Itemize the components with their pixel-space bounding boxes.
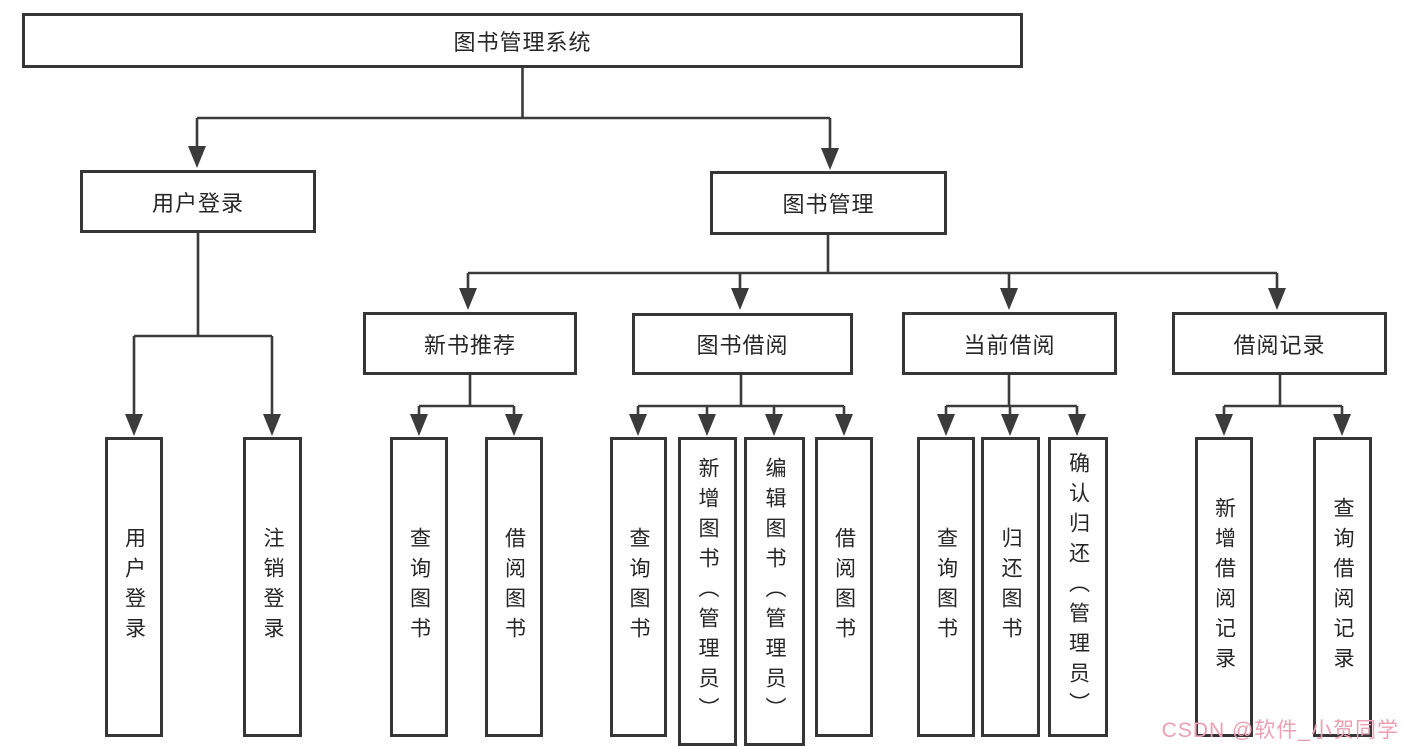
tree-edges xyxy=(132,68,1344,415)
node-user-login-label: 用户登录 xyxy=(151,190,244,216)
leaf-borrowing-query-books-label: 查询图书 xyxy=(627,527,650,647)
leaf-borrowing-query-books: 查询图书 xyxy=(610,437,667,737)
arrow-down-icon xyxy=(1000,288,1018,310)
arrow-down-icon xyxy=(765,414,783,436)
leaf-recommend-query-books-label: 查询图书 xyxy=(407,527,431,647)
leaf-current-confirm-return-admin-label: 确认归还（管理员） xyxy=(1066,452,1090,722)
leaf-borrowing-edit-book-admin-label: 编辑图书（管理员） xyxy=(763,456,786,727)
leaf-borrowing-add-book-admin-label: 新增图书（管理员） xyxy=(696,456,719,727)
arrow-down-icon xyxy=(125,414,143,436)
leaf-borrowing-borrow-books-label: 借阅图书 xyxy=(832,527,856,647)
arrow-down-icon xyxy=(1268,288,1286,310)
leaf-borrowing-borrow-books: 借阅图书 xyxy=(815,437,873,737)
arrow-down-icon xyxy=(1215,414,1233,436)
leaf-records-add-record-label: 新增借阅记录 xyxy=(1212,497,1236,677)
leaf-logout-label: 注销登录 xyxy=(261,527,284,647)
arrow-down-icon xyxy=(629,414,647,436)
arrow-down-icon xyxy=(459,288,477,310)
leaf-current-confirm-return-admin: 确认归还（管理员） xyxy=(1048,437,1108,737)
leaf-records-add-record: 新增借阅记录 xyxy=(1195,437,1253,737)
leaf-recommend-borrow-books-label: 借阅图书 xyxy=(502,527,526,647)
arrow-down-icon xyxy=(698,414,716,436)
node-user-login: 用户登录 xyxy=(80,170,316,233)
arrow-down-icon xyxy=(505,414,523,436)
arrow-down-icon xyxy=(410,414,428,436)
arrow-down-icon xyxy=(188,146,206,168)
leaf-logout: 注销登录 xyxy=(243,437,302,737)
arrow-down-icon xyxy=(835,414,853,436)
node-book-management: 图书管理 xyxy=(710,171,947,235)
arrowheads xyxy=(125,146,1351,436)
leaf-records-query-record-label: 查询借阅记录 xyxy=(1331,497,1354,677)
arrow-down-icon xyxy=(821,148,839,170)
node-book-borrowing-label: 图书借阅 xyxy=(696,333,789,358)
node-new-book-recommend-label: 新书推荐 xyxy=(423,332,516,358)
node-root-label: 图书管理系统 xyxy=(453,29,592,55)
arrow-down-icon xyxy=(1068,414,1086,436)
node-current-borrowing: 当前借阅 xyxy=(902,312,1117,375)
node-new-book-recommend: 新书推荐 xyxy=(363,312,577,375)
arrow-down-icon xyxy=(263,414,281,436)
leaf-current-query-books: 查询图书 xyxy=(917,437,975,737)
arrow-down-icon xyxy=(937,414,955,436)
leaf-records-query-record: 查询借阅记录 xyxy=(1313,437,1372,737)
leaf-current-return-books: 归还图书 xyxy=(981,437,1040,737)
node-borrowing-records: 借阅记录 xyxy=(1172,312,1387,375)
arrow-down-icon xyxy=(1001,414,1019,436)
leaf-current-query-books-label: 查询图书 xyxy=(934,527,958,647)
leaf-user-login: 用户登录 xyxy=(105,437,163,737)
leaf-current-return-books-label: 归还图书 xyxy=(999,527,1022,647)
leaf-recommend-query-books: 查询图书 xyxy=(390,437,448,737)
node-current-borrowing-label: 当前借阅 xyxy=(963,332,1056,358)
csdn-watermark: CSDN @软件_小贺同学 xyxy=(1161,719,1399,742)
node-book-management-label: 图书管理 xyxy=(782,192,875,217)
arrow-down-icon xyxy=(1333,414,1351,436)
leaf-borrowing-edit-book-admin: 编辑图书（管理员） xyxy=(744,437,805,746)
leaf-user-login-label: 用户登录 xyxy=(122,527,146,647)
node-root: 图书管理系统 xyxy=(22,13,1023,68)
leaf-borrowing-add-book-admin: 新增图书（管理员） xyxy=(678,437,737,746)
leaf-recommend-borrow-books: 借阅图书 xyxy=(485,437,543,737)
arrow-down-icon xyxy=(731,288,749,310)
node-book-borrowing: 图书借阅 xyxy=(632,313,853,375)
node-borrowing-records-label: 借阅记录 xyxy=(1233,332,1326,358)
